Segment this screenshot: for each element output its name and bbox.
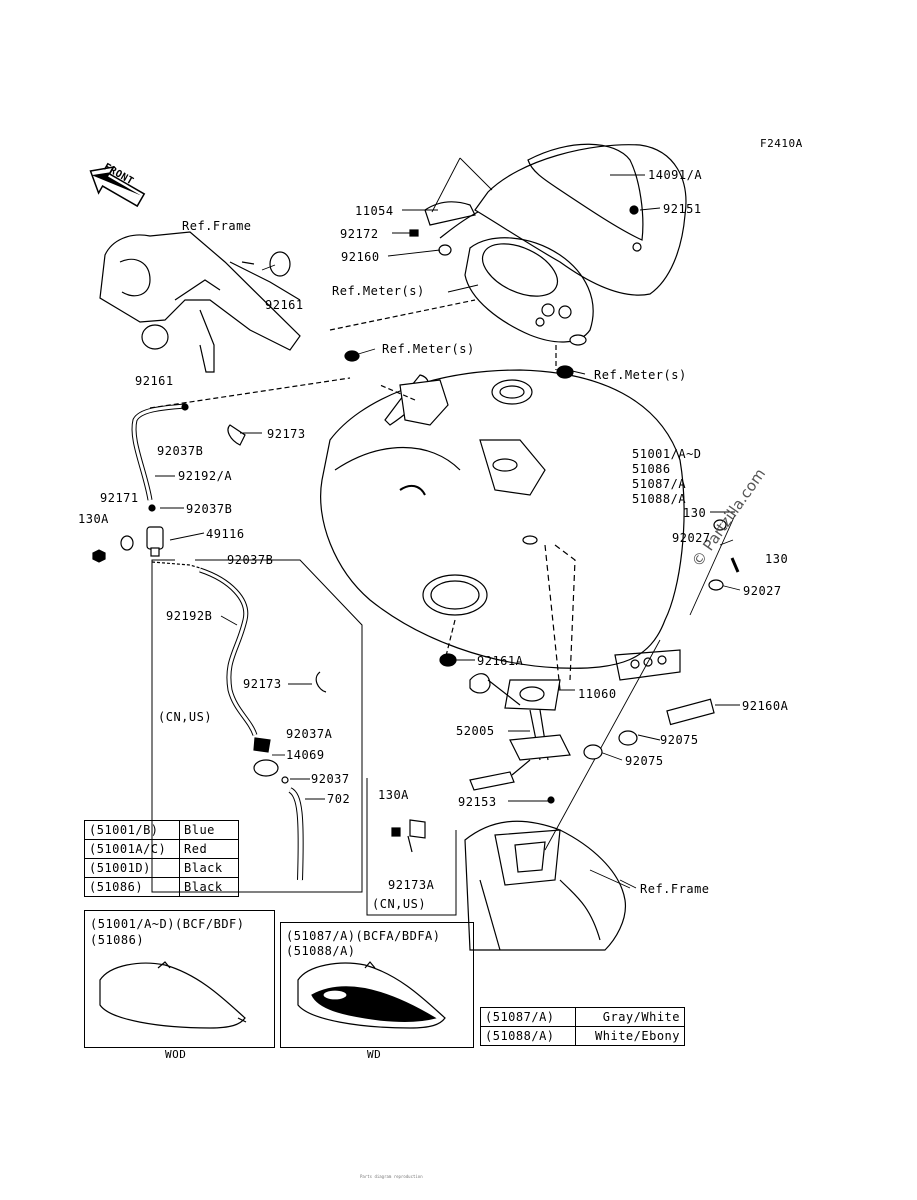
table-cell: (51088/A) bbox=[480, 1026, 576, 1046]
table-cell: (51001/B) bbox=[84, 820, 180, 840]
meter-housing-illustration bbox=[409, 229, 594, 346]
label-92027-2: 92027 bbox=[743, 584, 782, 598]
label-130a-1: 130A bbox=[78, 512, 109, 526]
label-92075-2: 92075 bbox=[625, 754, 664, 768]
label-92037b-3: 92037B bbox=[227, 553, 274, 567]
fuel-pump-illustration bbox=[344, 350, 740, 851]
label-11060: 11060 bbox=[578, 687, 617, 701]
label-92161-b: 92161 bbox=[135, 374, 174, 388]
label-92161a: 92161A bbox=[477, 654, 524, 668]
color-table-standard: (51001/B)Blue (51001A/C)Red (51001D)Blac… bbox=[84, 820, 239, 897]
tank-silhouette-wd bbox=[297, 961, 446, 1029]
label-ref-frame-top: Ref.Frame bbox=[182, 219, 252, 233]
meter-cover-illustration bbox=[424, 143, 687, 296]
table-cell: Blue bbox=[179, 820, 239, 840]
label-11054: 11054 bbox=[355, 204, 394, 218]
label-92153: 92153 bbox=[458, 795, 497, 809]
label-92160: 92160 bbox=[341, 250, 380, 264]
label-ref-meter-3: Ref.Meter(s) bbox=[594, 368, 687, 382]
figure-code: F2410A bbox=[760, 137, 803, 150]
table-cell: Black bbox=[179, 877, 239, 897]
label-130-1: 130 bbox=[683, 506, 707, 520]
label-92075-1: 92075 bbox=[660, 733, 699, 747]
tank-silhouette-wod bbox=[99, 961, 247, 1029]
label-92173-2: 92173 bbox=[243, 677, 282, 691]
left-hose-illustration bbox=[92, 403, 327, 881]
table-row: (51001A/C)Red bbox=[84, 839, 239, 859]
table-row: (51001/B)Blue bbox=[84, 820, 239, 840]
variant-wod-line1: (51001/A~D)(BCF/BDF) bbox=[90, 917, 245, 931]
label-tank-parts-4: 51088/A bbox=[632, 492, 687, 506]
table-cell: Red bbox=[179, 839, 239, 859]
footer-text: Parts diagram reproduction bbox=[360, 1174, 423, 1179]
label-14069: 14069 bbox=[286, 748, 325, 762]
frame-rear-illustration bbox=[391, 819, 631, 951]
label-92172: 92172 bbox=[340, 227, 379, 241]
label-92161-a: 92161 bbox=[265, 298, 304, 312]
reference-lines bbox=[149, 299, 557, 661]
label-702: 702 bbox=[327, 792, 351, 806]
label-130-2: 130 bbox=[765, 552, 789, 566]
table-cell: (51087/A) bbox=[480, 1007, 576, 1027]
label-92160a: 92160A bbox=[742, 699, 789, 713]
label-14091: 14091/A bbox=[648, 168, 703, 182]
label-49116: 49116 bbox=[206, 527, 245, 541]
label-tank-parts-1: 51001/A~D bbox=[632, 447, 702, 461]
table-cell: (51001D) bbox=[84, 858, 180, 878]
label-tank-parts-3: 51087/A bbox=[632, 477, 687, 491]
label-92037b-1: 92037B bbox=[157, 444, 204, 458]
label-92173-1: 92173 bbox=[267, 427, 306, 441]
label-ref-meter-2: Ref.Meter(s) bbox=[382, 342, 475, 356]
label-92151: 92151 bbox=[663, 202, 702, 216]
label-92173a: 92173A bbox=[388, 878, 435, 892]
table-cell: (51001A/C) bbox=[84, 839, 180, 859]
cn-us-frame-left bbox=[151, 559, 363, 893]
label-92037a: 92037A bbox=[286, 727, 333, 741]
leader-lines bbox=[155, 157, 741, 889]
label-92192a: 92192/A bbox=[178, 469, 233, 483]
table-cell: (51086) bbox=[84, 877, 180, 897]
label-92037b-2: 92037B bbox=[186, 502, 233, 516]
label-92192b: 92192B bbox=[166, 609, 213, 623]
label-130a-2: 130A bbox=[378, 788, 409, 802]
variant-wod-line2: (51086) bbox=[90, 933, 145, 947]
label-tank-parts-2: 51086 bbox=[632, 462, 671, 476]
label-cn-us-1: (CN,US) bbox=[158, 710, 213, 724]
variant-wd-caption: WD bbox=[367, 1048, 382, 1061]
label-52005: 52005 bbox=[456, 724, 495, 738]
table-row: (51087/A)Gray/White bbox=[480, 1007, 685, 1027]
variant-wd-frame bbox=[280, 922, 474, 1048]
variant-wd-line2: (51088/A) bbox=[286, 944, 356, 958]
front-arrow-icon bbox=[89, 165, 146, 208]
variant-wod-frame bbox=[84, 910, 275, 1048]
label-92037: 92037 bbox=[311, 772, 350, 786]
color-table-two-tone: (51087/A)Gray/White (51088/A)White/Ebony bbox=[480, 1007, 685, 1046]
table-row: (51088/A)White/Ebony bbox=[480, 1026, 685, 1046]
variant-wod-caption: WOD bbox=[165, 1048, 187, 1061]
label-92171: 92171 bbox=[100, 491, 139, 505]
fuel-tank-illustration bbox=[320, 369, 685, 691]
table-row: (51001D)Black bbox=[84, 858, 239, 878]
cn-us-frame-right bbox=[366, 778, 457, 916]
table-row: (51086)Black bbox=[84, 877, 239, 897]
frame-front-illustration bbox=[99, 231, 301, 373]
label-92027-1: 92027 bbox=[672, 531, 711, 545]
variant-wd-line1: (51087/A)(BCFA/BDFA) bbox=[286, 929, 441, 943]
label-ref-frame-bottom: Ref.Frame bbox=[640, 882, 710, 896]
table-cell: White/Ebony bbox=[575, 1026, 685, 1046]
label-cn-us-2: (CN,US) bbox=[372, 897, 427, 911]
table-cell: Black bbox=[179, 858, 239, 878]
table-cell: Gray/White bbox=[575, 1007, 685, 1027]
label-ref-meter-1: Ref.Meter(s) bbox=[332, 284, 425, 298]
